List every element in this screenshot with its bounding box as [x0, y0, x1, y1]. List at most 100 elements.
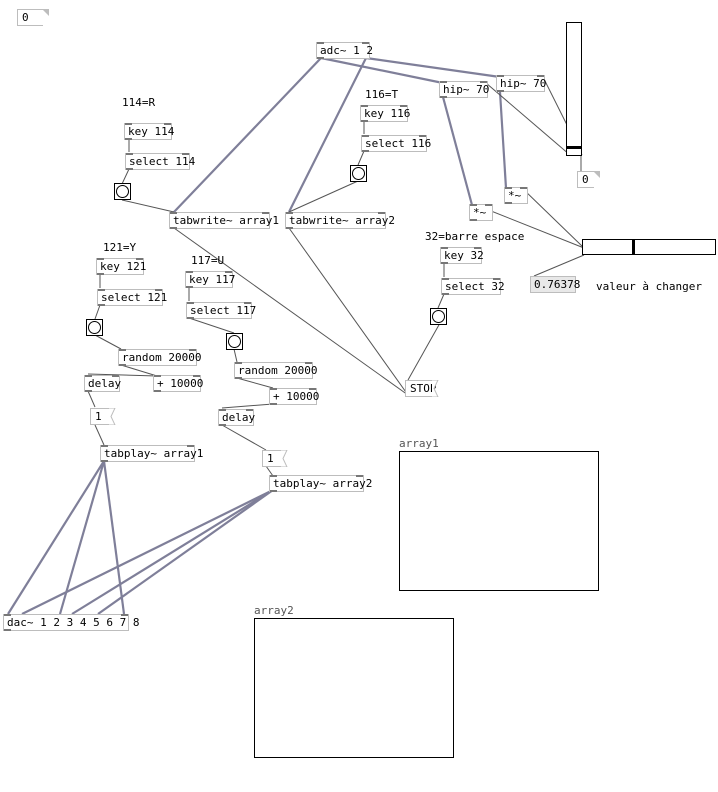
- outlet[interactable]: [286, 227, 293, 229]
- inlet[interactable]: [262, 212, 269, 214]
- inlet[interactable]: [309, 388, 316, 390]
- inlet[interactable]: [362, 42, 369, 44]
- inlet[interactable]: [378, 212, 385, 214]
- inlet[interactable]: [470, 204, 477, 206]
- top-number-atom[interactable]: 0: [17, 9, 49, 26]
- outlet[interactable]: [98, 304, 105, 306]
- select-117-object[interactable]: select 117: [186, 302, 256, 319]
- outlet[interactable]: [270, 403, 277, 405]
- inlet[interactable]: [154, 375, 161, 377]
- tabplay-array2-object[interactable]: tabplay~ array2: [269, 475, 372, 492]
- inlet[interactable]: [419, 135, 426, 137]
- delay-1-object[interactable]: delay: [84, 375, 121, 392]
- random-1-object[interactable]: random 20000: [118, 349, 201, 366]
- inlet[interactable]: [136, 258, 143, 260]
- inlet[interactable]: [121, 614, 128, 616]
- bang-116[interactable]: [350, 165, 367, 182]
- inlet[interactable]: [182, 153, 189, 155]
- key-114-object[interactable]: key 114: [124, 123, 174, 140]
- inlet[interactable]: [305, 362, 312, 364]
- inlet[interactable]: [186, 271, 193, 273]
- inlet[interactable]: [442, 278, 449, 280]
- outlet[interactable]: [497, 90, 504, 92]
- outlet[interactable]: [441, 262, 448, 264]
- inlet[interactable]: [362, 135, 369, 137]
- outlet[interactable]: [187, 317, 194, 319]
- outlet[interactable]: [4, 629, 11, 631]
- key-121-object[interactable]: key 121: [96, 258, 146, 275]
- bang-32[interactable]: [430, 308, 447, 325]
- outlet[interactable]: [361, 120, 368, 122]
- inlet[interactable]: [125, 123, 132, 125]
- multiply-object-right[interactable]: *~: [504, 187, 528, 204]
- inlet[interactable]: [505, 187, 512, 189]
- select-32-object[interactable]: select 32: [441, 278, 505, 295]
- outlet[interactable]: [235, 377, 242, 379]
- select-114-object[interactable]: select 114: [125, 153, 195, 170]
- outlet[interactable]: [125, 138, 132, 140]
- bang-121[interactable]: [86, 319, 103, 336]
- outlet[interactable]: [505, 202, 512, 204]
- outlet[interactable]: [270, 490, 277, 492]
- delay-2-object[interactable]: delay: [218, 409, 255, 426]
- msg-one-a[interactable]: 1: [90, 408, 110, 425]
- inlet[interactable]: [126, 153, 133, 155]
- key-117-object[interactable]: key 117: [185, 271, 235, 288]
- inlet[interactable]: [97, 258, 104, 260]
- gain-slider-knob[interactable]: [632, 240, 635, 254]
- inlet[interactable]: [85, 375, 92, 377]
- vu-slider-knob[interactable]: [567, 146, 581, 149]
- tabwrite-array1-object[interactable]: tabwrite~ array1: [169, 212, 279, 229]
- inlet[interactable]: [244, 302, 251, 304]
- array2-graph[interactable]: [254, 618, 454, 758]
- outlet[interactable]: [97, 273, 104, 275]
- plus-1-object[interactable]: + 10000: [153, 375, 203, 392]
- bang-117[interactable]: [226, 333, 243, 350]
- stop-message[interactable]: STOP: [405, 380, 437, 397]
- inlet[interactable]: [235, 362, 242, 364]
- inlet[interactable]: [356, 475, 363, 477]
- gain-number-box[interactable]: 0.76378: [530, 276, 580, 293]
- dac-object[interactable]: dac~ 1 2 3 4 5 6 7 8: [3, 614, 139, 631]
- inlet[interactable]: [189, 349, 196, 351]
- key-32-object[interactable]: key 32: [440, 247, 484, 264]
- vu-vertical-slider[interactable]: [566, 22, 582, 156]
- inlet[interactable]: [317, 42, 324, 44]
- outlet[interactable]: [219, 424, 226, 426]
- outlet[interactable]: [170, 227, 177, 229]
- inlet[interactable]: [225, 271, 232, 273]
- inlet[interactable]: [246, 409, 253, 411]
- inlet[interactable]: [537, 75, 544, 77]
- inlet[interactable]: [112, 375, 119, 377]
- inlet[interactable]: [193, 375, 200, 377]
- tabplay-array1-object[interactable]: tabplay~ array1: [100, 445, 203, 462]
- outlet[interactable]: [119, 364, 126, 366]
- hip-object-right[interactable]: hip~ 70: [496, 75, 546, 92]
- outlet[interactable]: [186, 286, 193, 288]
- array1-graph[interactable]: [399, 451, 599, 591]
- vu-number-atom[interactable]: 0: [577, 171, 600, 188]
- inlet[interactable]: [497, 75, 504, 77]
- inlet[interactable]: [270, 388, 277, 390]
- select-116-object[interactable]: select 116: [361, 135, 431, 152]
- random-2-object[interactable]: random 20000: [234, 362, 317, 379]
- select-121-object[interactable]: select 121: [97, 289, 167, 306]
- tabwrite-array2-object[interactable]: tabwrite~ array2: [285, 212, 395, 229]
- outlet[interactable]: [442, 293, 449, 295]
- inlet[interactable]: [187, 445, 194, 447]
- inlet[interactable]: [441, 247, 448, 249]
- inlet[interactable]: [474, 247, 481, 249]
- inlet[interactable]: [493, 278, 500, 280]
- inlet[interactable]: [101, 445, 108, 447]
- inlet[interactable]: [286, 212, 293, 214]
- inlet[interactable]: [440, 81, 447, 83]
- outlet[interactable]: [440, 96, 447, 98]
- inlet[interactable]: [187, 302, 194, 304]
- hip-object-left[interactable]: hip~ 70: [439, 81, 489, 98]
- bang-114[interactable]: [114, 183, 131, 200]
- plus-2-object[interactable]: + 10000: [269, 388, 319, 405]
- msg-one-b[interactable]: 1: [262, 450, 282, 467]
- inlet[interactable]: [520, 187, 527, 189]
- outlet[interactable]: [101, 460, 108, 462]
